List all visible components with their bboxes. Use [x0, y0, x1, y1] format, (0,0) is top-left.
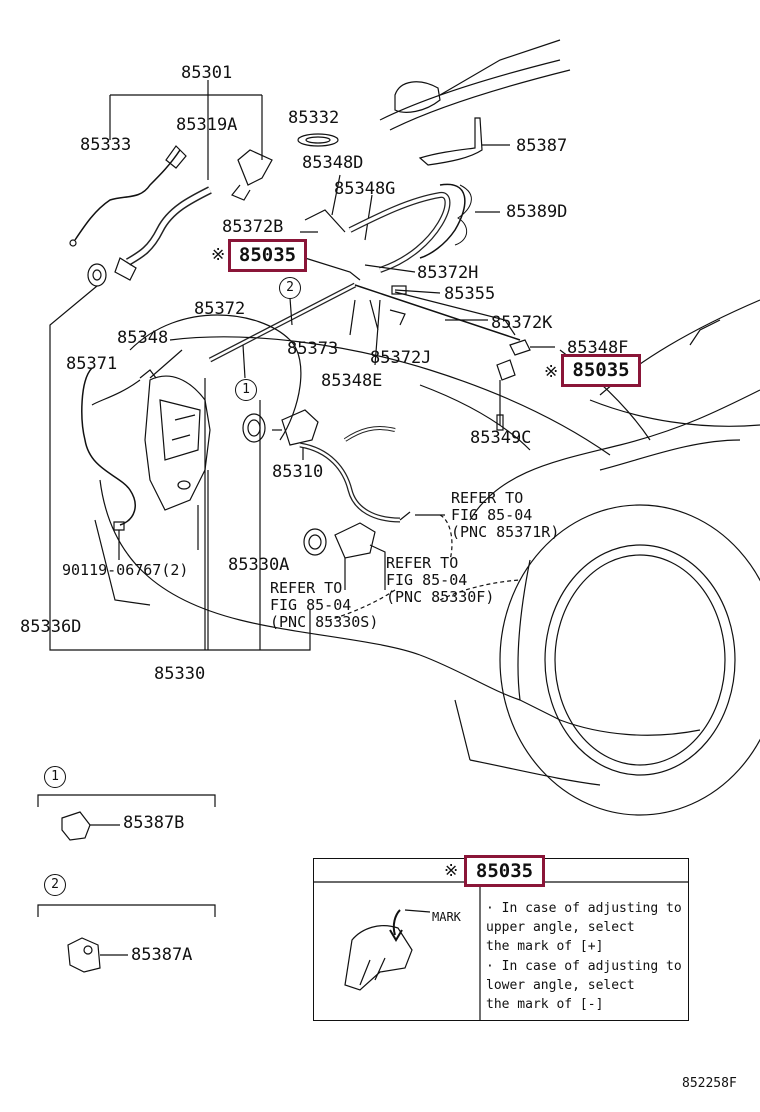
part-label-85348e: 85348E — [321, 371, 383, 391]
note-line-3: the mark of [+] — [486, 939, 604, 954]
part-label-85355: 85355 — [444, 284, 496, 304]
part-label-85310: 85310 — [272, 462, 324, 482]
part-label-85336d: 85336D — [20, 617, 82, 637]
figure-id: 852258F — [682, 1076, 737, 1091]
part-label-85372b: 85372B — [222, 217, 284, 237]
callout-circle-2: 2 — [279, 277, 301, 299]
mark-symbol-top: ※ — [211, 245, 226, 265]
mark-symbol-note: ※ — [444, 861, 459, 881]
part-label-85330a: 85330A — [228, 555, 290, 575]
part-label-85372h: 85372H — [417, 263, 479, 283]
detail-callout-1: 1 — [44, 766, 66, 788]
detail-callout-2: 2 — [44, 874, 66, 896]
part-label-85373: 85373 — [287, 339, 339, 359]
refer-to-85330f[interactable]: REFER TO FIG 85-04 (PNC 85330F) — [386, 554, 495, 606]
note-line-1: · In case of adjusting to — [486, 901, 682, 916]
part-label-85330: 85330 — [154, 664, 206, 684]
note-line-5: lower angle, select — [486, 978, 635, 993]
part-label-85387: 85387 — [516, 136, 568, 156]
note-line-2: upper angle, select — [486, 920, 635, 935]
part-label-85319a: 85319A — [176, 115, 238, 135]
highlighted-part-85035-note[interactable]: 85035 — [464, 855, 545, 887]
part-label-85372j: 85372J — [370, 348, 432, 368]
part-label-90119-06767: 90119-06767(2) — [62, 561, 189, 579]
part-label-85372: 85372 — [194, 299, 246, 319]
refer-to-85371r[interactable]: REFER TO FIG 85-04 (PNC 85371R) — [451, 489, 560, 541]
part-label-85301: 85301 — [181, 63, 233, 83]
refer-to-85330s[interactable]: REFER TO FIG 85-04 (PNC 85330S) — [270, 579, 379, 631]
note-line-4: · In case of adjusting to — [486, 959, 682, 974]
part-label-85349c: 85349C — [470, 428, 532, 448]
part-label-85348d: 85348D — [302, 153, 364, 173]
part-label-85333: 85333 — [80, 135, 132, 155]
part-label-85372k: 85372K — [491, 313, 553, 333]
part-label-85387b: 85387B — [123, 813, 185, 833]
part-label-85348: 85348 — [117, 328, 169, 348]
highlighted-part-85035-top[interactable]: 85035 — [228, 239, 307, 272]
note-line-6: the mark of [-] — [486, 997, 604, 1012]
part-label-85371: 85371 — [66, 354, 118, 374]
highlighted-part-85035-right[interactable]: 85035 — [561, 354, 641, 387]
part-label-85387a: 85387A — [131, 945, 193, 965]
callout-circle-1: 1 — [235, 379, 257, 401]
part-label-85348g: 85348G — [334, 179, 396, 199]
part-label-85348f: 85348F — [567, 338, 629, 358]
part-label-85389d: 85389D — [506, 202, 568, 222]
part-label-85332: 85332 — [288, 108, 340, 128]
mark-symbol-right: ※ — [544, 362, 559, 382]
mark-label: MARK — [432, 910, 461, 924]
